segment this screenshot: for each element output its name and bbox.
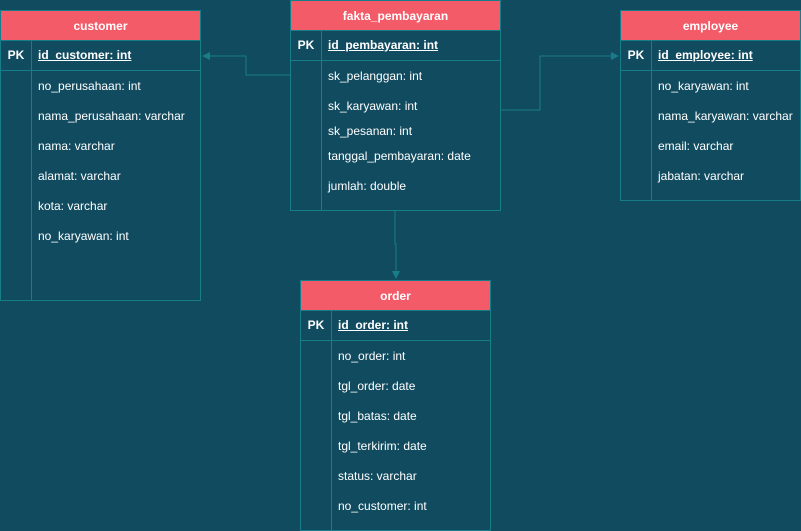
pk-label: PK	[627, 48, 645, 62]
pk-label: PK	[297, 38, 315, 52]
pk-field: id_pembayaran: int	[328, 38, 439, 52]
column-divider	[651, 41, 652, 200]
entity-fakta-pembayaran[interactable]: fakta_pembayaran PK id_pembayaran: int s…	[290, 0, 501, 211]
field: alamat: varchar	[38, 169, 121, 183]
field: jabatan: varchar	[658, 169, 745, 183]
column-divider	[31, 41, 32, 300]
field: kota: varchar	[38, 199, 108, 213]
field: tgl_batas: date	[338, 409, 417, 423]
entity-customer-pk-row: PK id_customer: int	[1, 41, 200, 71]
field: jumlah: double	[328, 179, 407, 193]
entity-customer[interactable]: customer PK id_customer: int no_perusaha…	[0, 10, 201, 301]
field: status: varchar	[338, 469, 417, 483]
field: sk_pelanggan: int	[328, 69, 423, 83]
relation-line-fakta-to-customer	[202, 52, 290, 76]
field: no_perusahaan: int	[38, 79, 141, 93]
field: sk_pesanan: int	[328, 124, 413, 138]
pk-field: id_employee: int	[658, 48, 753, 62]
pk-field: id_order: int	[338, 318, 409, 332]
entity-fakta-pembayaran-pk-row: PK id_pembayaran: int	[291, 31, 500, 61]
field: nama_perusahaan: varchar	[38, 109, 185, 123]
relation-line-fakta-to-employee	[500, 52, 619, 111]
entity-order-pk-row: PK id_order: int	[301, 311, 490, 341]
entity-order[interactable]: order PK id_order: int no_order: int tgl…	[300, 280, 491, 531]
column-divider	[331, 311, 332, 530]
field: no_karyawan: int	[38, 229, 129, 243]
pk-field: id_customer: int	[38, 48, 132, 62]
entity-employee-pk-row: PK id_employee: int	[621, 41, 800, 71]
field: nama_karyawan: varchar	[658, 109, 793, 123]
entity-customer-title: customer	[1, 11, 200, 41]
entity-fakta-pembayaran-title: fakta_pembayaran	[291, 1, 500, 31]
pk-label: PK	[7, 48, 25, 62]
entity-employee[interactable]: employee PK id_employee: int no_karyawan…	[620, 10, 801, 201]
pk-label: PK	[307, 318, 325, 332]
entity-order-title: order	[301, 281, 490, 311]
field: no_order: int	[338, 349, 406, 363]
field: nama: varchar	[38, 139, 115, 153]
relation-line-fakta-to-order	[392, 210, 400, 279]
column-divider	[321, 31, 322, 210]
field: sk_karyawan: int	[328, 99, 418, 113]
field: tanggal_pembayaran: date	[328, 149, 471, 163]
entity-employee-title: employee	[621, 11, 800, 41]
field: tgl_order: date	[338, 379, 416, 393]
field: no_customer: int	[338, 499, 427, 513]
field: email: varchar	[658, 139, 734, 153]
field: tgl_terkirim: date	[338, 439, 427, 453]
field: no_karyawan: int	[658, 79, 749, 93]
